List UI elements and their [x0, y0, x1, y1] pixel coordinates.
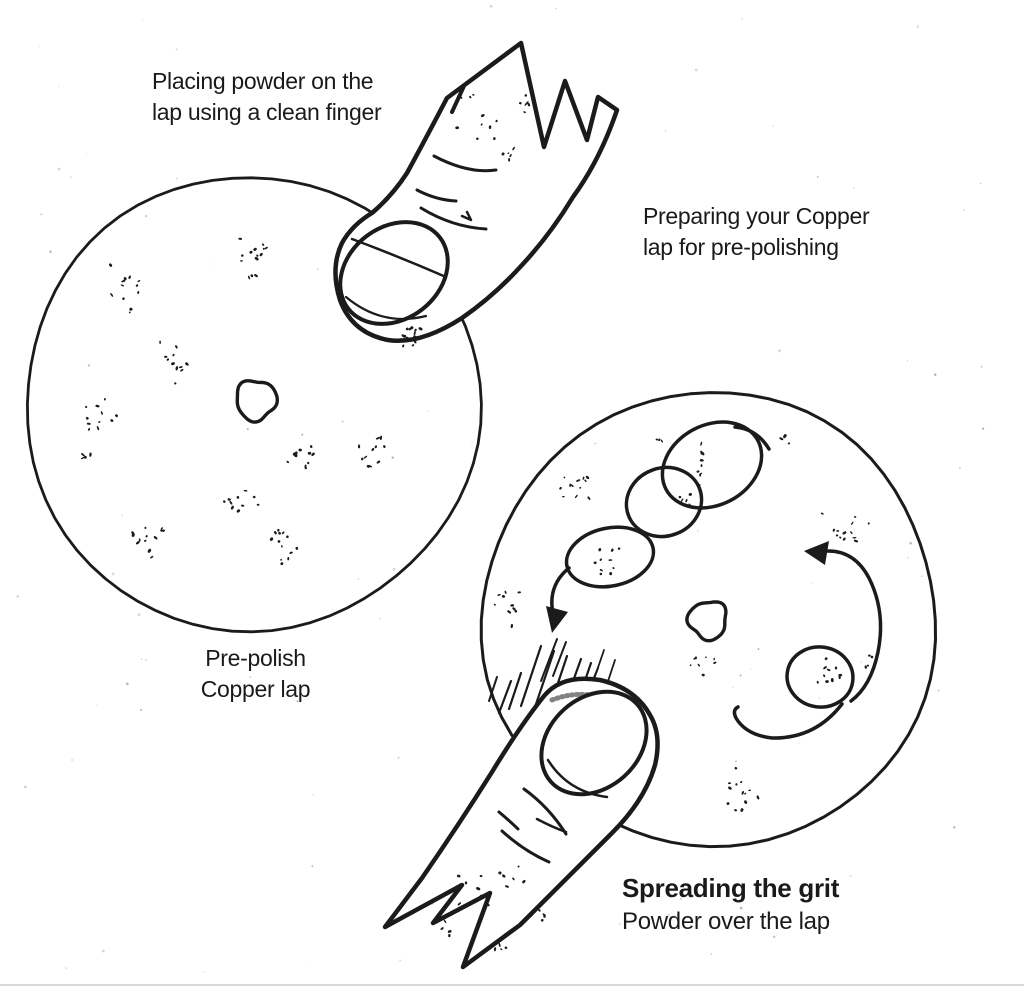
skin-stipple-dots — [455, 86, 531, 162]
nail-cuticle-line — [350, 237, 448, 279]
scribble-loop — [624, 465, 704, 539]
label-line: lap using a clean finger — [152, 99, 382, 125]
arrowhead-left-icon — [804, 541, 829, 565]
label-line: Powder over the lap — [622, 908, 830, 935]
nail-cuticle-line — [546, 758, 609, 799]
lap-center-hole — [235, 379, 279, 424]
skin-stipple-dots — [440, 865, 546, 952]
knuckle-crease — [432, 154, 498, 173]
nail-inner-arc — [344, 295, 428, 321]
fingernail — [539, 689, 649, 797]
finger-placing-powder — [333, 40, 620, 343]
label-line: Placing powder on the — [152, 68, 374, 94]
fingernail — [338, 220, 450, 326]
scan-noise-specks — [16, 5, 985, 973]
scribble-tail — [732, 702, 844, 740]
page-bottom-edge — [0, 984, 1024, 986]
label-line: lap for pre-polishing — [643, 234, 839, 260]
powder-spot-clusters — [80, 237, 386, 566]
label-placing-powder: Placing powder on the lap using a clean … — [152, 66, 382, 128]
knuckle-crease — [415, 188, 458, 203]
scribble-loop — [660, 420, 764, 510]
spreading-lap-drawing — [479, 391, 937, 849]
scribble-loop — [785, 645, 855, 709]
label-spreading-grit: Spreading the grit Powder over the lap — [622, 872, 839, 938]
knuckle-crease — [500, 829, 551, 864]
torn-edge-spur — [450, 84, 466, 114]
label-line: Preparing your Copper — [643, 203, 870, 229]
label-line: Copper lap — [200, 676, 311, 702]
skin-squiggle — [535, 817, 568, 834]
scribble-loop — [564, 525, 656, 589]
lap-disc-outline — [26, 176, 483, 634]
spreading-motion-scribbles — [546, 420, 883, 740]
knuckle-crease — [522, 787, 568, 836]
label-preparing-lap: Preparing your Copper lap for pre-polish… — [643, 201, 870, 263]
scribble-arc-right — [816, 549, 883, 703]
lap-disc-outline — [479, 391, 937, 849]
pre-polish-lap-drawing — [26, 176, 483, 634]
label-pre-polish-copper-lap: Pre-polish Copper lap — [158, 643, 353, 705]
arrowhead-down-icon — [546, 606, 568, 633]
skin-squiggle — [460, 210, 473, 222]
powder-spot-clusters — [493, 434, 874, 812]
knuckle-crease — [497, 810, 520, 831]
label-line: Pre-polish — [205, 645, 306, 671]
knuckle-crease — [419, 206, 488, 231]
lap-center-hole — [685, 600, 728, 643]
label-line: Spreading the grit — [622, 873, 840, 903]
powder-under-fingertip — [400, 326, 423, 348]
finger-spreading-powder — [382, 676, 660, 970]
